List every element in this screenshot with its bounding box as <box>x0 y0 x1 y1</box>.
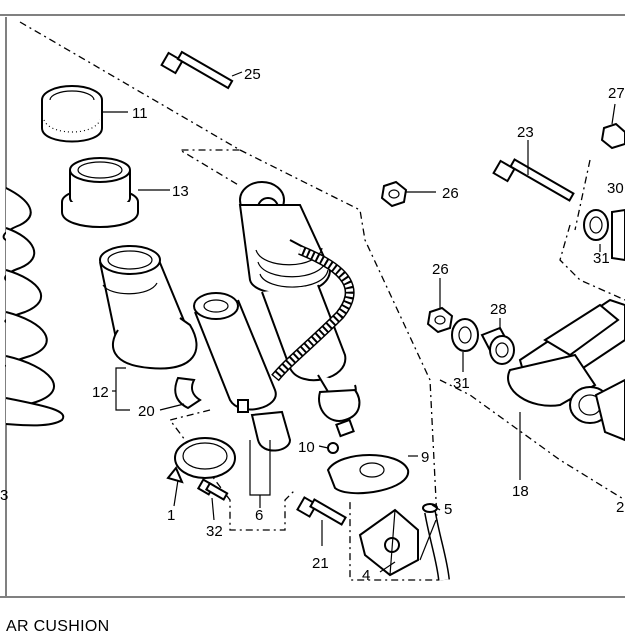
callout-3: 3 <box>0 487 8 504</box>
diagram-caption: AR CUSHION <box>6 618 110 635</box>
ring-10 <box>327 442 339 454</box>
nut-26-upper <box>380 180 408 208</box>
callout-4: 4 <box>362 567 370 584</box>
callout-12: 12 <box>92 384 109 401</box>
callout-32: 32 <box>206 523 223 540</box>
callout-10: 10 <box>298 439 315 456</box>
callout-1: 1 <box>167 507 175 524</box>
bracket-4 <box>358 508 419 577</box>
spring-seat-upper <box>41 85 103 143</box>
callout-20: 20 <box>138 403 155 420</box>
shock-absorber <box>238 181 361 438</box>
callout-27: 27 <box>608 85 625 102</box>
reservoir <box>193 292 292 452</box>
bolt-21 <box>296 496 347 526</box>
callout-leaders <box>102 71 616 573</box>
washer-9 <box>326 454 410 495</box>
callout-11: 11 <box>132 105 148 122</box>
link-arm <box>507 298 625 442</box>
callout-25: 25 <box>244 66 261 83</box>
bolt-25 <box>160 50 234 90</box>
clamp-band <box>166 437 236 484</box>
callout-30: 30 <box>607 180 624 197</box>
callout-2: 2 <box>616 499 624 516</box>
reservoir-hose <box>271 239 355 382</box>
nut-26-lower <box>426 306 454 334</box>
callout-9: 9 <box>421 449 429 466</box>
shock-boot <box>99 245 198 370</box>
callout-18: 18 <box>512 483 529 500</box>
callout-31-lower: 31 <box>453 375 470 392</box>
collar-28 <box>480 326 515 365</box>
coil-spring <box>2 187 65 427</box>
tube-5 <box>422 503 450 581</box>
callout-26-upper: 26 <box>442 185 459 202</box>
nut-27 <box>600 122 625 150</box>
callout-13: 13 <box>172 183 189 200</box>
dashed-leaders <box>19 21 625 581</box>
bearing-31-lower <box>451 318 479 352</box>
callout-labels: 25 11 13 12 20 1 32 6 21 10 9 26 26 31 2… <box>0 66 625 584</box>
callout-31-upper: 31 <box>593 250 610 267</box>
bearing-31-upper <box>583 208 625 262</box>
callout-6: 6 <box>255 507 263 524</box>
callout-26-lower: 26 <box>432 261 449 278</box>
bolt-23 <box>492 158 575 202</box>
callout-28: 28 <box>490 301 507 318</box>
callout-23: 23 <box>517 124 534 141</box>
spring-guide <box>61 157 139 228</box>
callout-21: 21 <box>312 555 329 572</box>
bolt-32 <box>196 478 229 501</box>
callout-5: 5 <box>444 501 452 518</box>
collar-20 <box>174 376 202 410</box>
